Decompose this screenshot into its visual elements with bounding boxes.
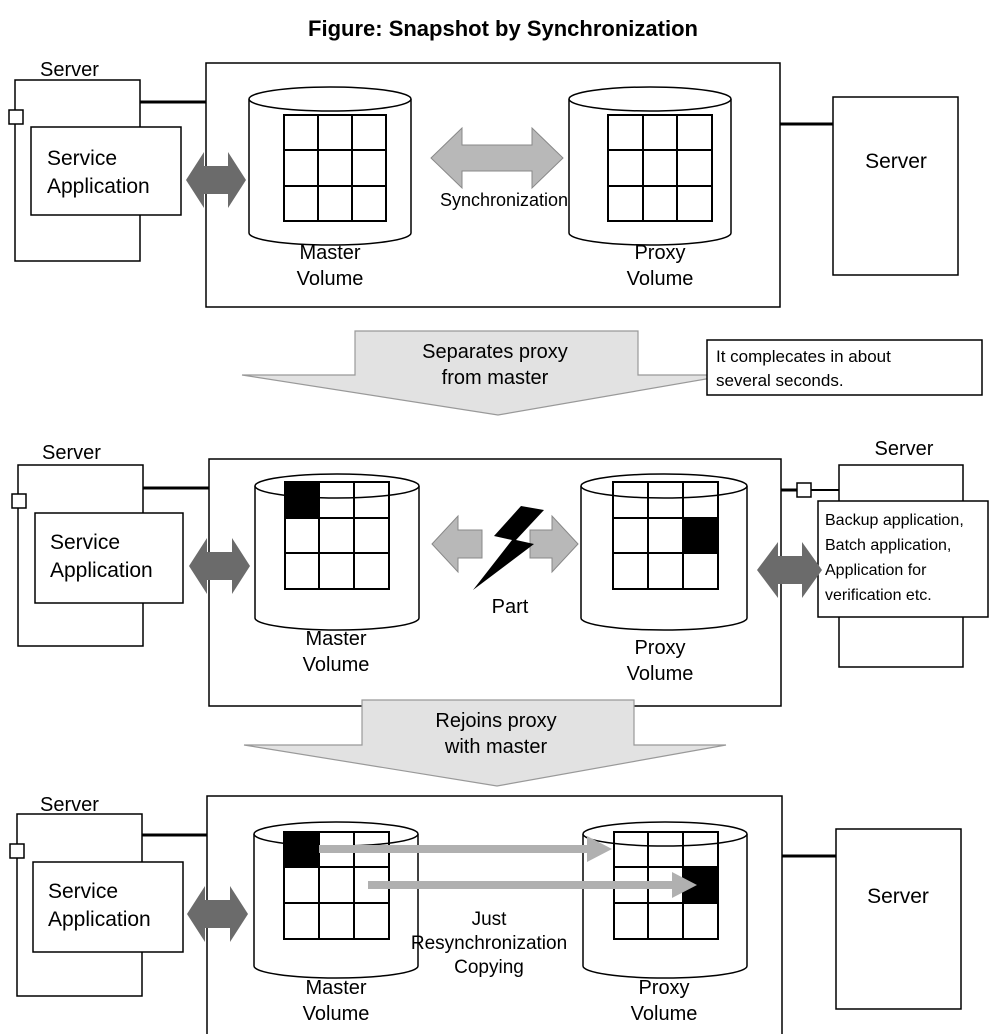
separate-label-line2: from master bbox=[442, 367, 549, 389]
resync-arrow-2 bbox=[368, 872, 697, 898]
resync-label-line1: Just bbox=[472, 909, 508, 930]
access-arrow bbox=[186, 152, 246, 208]
timing-note-line1: It complecates in about bbox=[716, 347, 891, 366]
service-app-box bbox=[30, 126, 182, 216]
right-server-label: Server bbox=[867, 885, 929, 908]
access-arrow bbox=[187, 886, 248, 942]
master-volume-cylinder bbox=[248, 86, 412, 246]
part-label: Part bbox=[492, 596, 529, 618]
proxy-label-line1: Proxy bbox=[634, 242, 685, 264]
access-arrow bbox=[189, 538, 250, 594]
service-app-line2: Application bbox=[48, 908, 151, 931]
right-apps-box bbox=[817, 500, 989, 618]
service-app-box bbox=[32, 861, 184, 953]
rejoin-label-line2: with master bbox=[444, 736, 548, 758]
right-app-line4: verification etc. bbox=[825, 587, 932, 604]
timing-note-line2: several seconds. bbox=[716, 371, 844, 390]
service-app-line1: Service bbox=[48, 880, 118, 903]
stage-1: Server Service Application Master Volume bbox=[8, 59, 959, 308]
right-server-box bbox=[832, 96, 959, 276]
right-server-box bbox=[835, 828, 962, 1010]
service-app-line1: Service bbox=[47, 147, 117, 170]
resync-arrow-1 bbox=[319, 836, 612, 862]
port-square bbox=[9, 843, 25, 859]
separate-funnel-arrow bbox=[241, 330, 730, 416]
changed-block bbox=[284, 832, 319, 867]
service-app-line2: Application bbox=[50, 559, 153, 582]
synchronization-arrow bbox=[430, 126, 564, 190]
transition-1: Separates proxy from master It complecat… bbox=[241, 330, 983, 416]
changed-block bbox=[683, 518, 718, 553]
proxy-label-line1: Proxy bbox=[634, 637, 685, 659]
master-label-line2: Volume bbox=[303, 1003, 370, 1025]
figure-title: Figure: Snapshot by Synchronization bbox=[308, 16, 698, 41]
left-server-label: Server bbox=[42, 442, 101, 464]
proxy-label-line1: Proxy bbox=[638, 977, 689, 999]
synchronization-label: Synchronization bbox=[440, 190, 568, 210]
right-server-label: Server bbox=[875, 438, 934, 460]
right-server-label: Server bbox=[865, 150, 927, 173]
proxy-volume-cylinder bbox=[580, 473, 748, 631]
proxy-label-line2: Volume bbox=[627, 268, 694, 290]
split-arrow-left bbox=[431, 514, 483, 574]
proxy-volume-cylinder bbox=[568, 86, 732, 246]
timing-note-box bbox=[706, 339, 983, 396]
right-app-line2: Batch application, bbox=[825, 537, 951, 554]
resync-label-line3: Copying bbox=[454, 957, 524, 978]
master-volume-cylinder bbox=[254, 473, 420, 631]
proxy-volume-cylinder bbox=[582, 821, 748, 979]
port-square bbox=[796, 482, 812, 498]
service-app-line1: Service bbox=[50, 531, 120, 554]
service-app-box bbox=[34, 512, 184, 604]
lightning-bolt-icon bbox=[473, 506, 544, 590]
rejoin-label-line1: Rejoins proxy bbox=[435, 710, 556, 732]
left-server-label: Server bbox=[40, 794, 99, 816]
master-label-line1: Master bbox=[305, 628, 366, 650]
right-access-arrow bbox=[757, 542, 822, 598]
left-server-label: Server bbox=[40, 59, 99, 81]
proxy-label-line2: Volume bbox=[631, 1003, 698, 1025]
rejoin-funnel-arrow bbox=[243, 699, 727, 787]
proxy-label-line2: Volume bbox=[627, 663, 694, 685]
master-label-line2: Volume bbox=[297, 268, 364, 290]
right-app-line3: Application for bbox=[825, 562, 927, 579]
stage-3: Server Service Application Master Volume bbox=[9, 794, 962, 1034]
port-square bbox=[8, 109, 24, 125]
port-square bbox=[11, 493, 27, 509]
right-app-line1: Backup application, bbox=[825, 512, 964, 529]
master-label-line2: Volume bbox=[303, 654, 370, 676]
master-label-line1: Master bbox=[299, 242, 360, 264]
resync-label-line2: Resynchronization bbox=[411, 933, 567, 954]
master-label-line1: Master bbox=[305, 977, 366, 999]
stage-2: Server Service Application Master Volume bbox=[11, 438, 989, 707]
changed-block bbox=[285, 482, 319, 518]
master-volume-cylinder bbox=[253, 821, 419, 979]
separate-label-line1: Separates proxy bbox=[422, 341, 568, 363]
transition-2: Rejoins proxy with master bbox=[243, 699, 727, 787]
service-app-line2: Application bbox=[47, 175, 150, 198]
